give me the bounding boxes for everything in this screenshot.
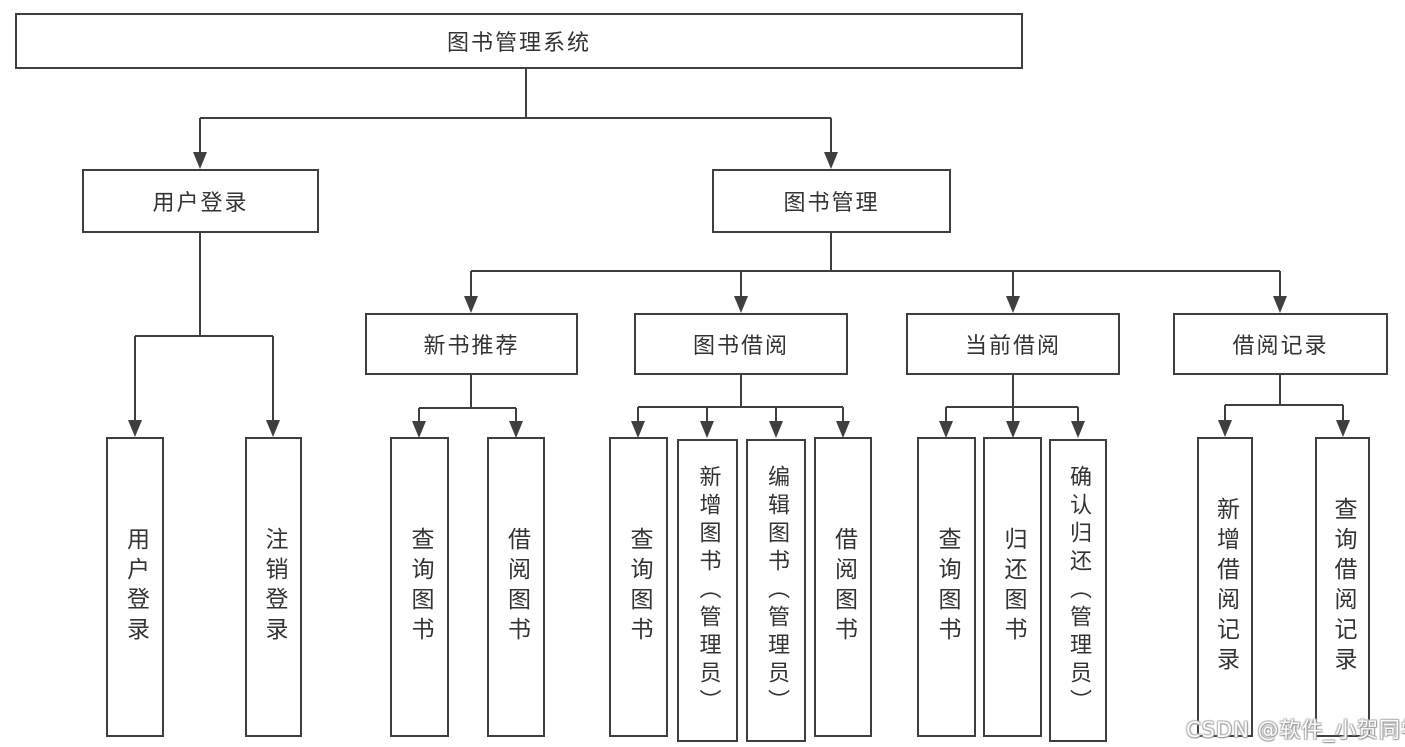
leaf-bb-add-books-admin-label: 新增图书（管理员） bbox=[695, 464, 721, 717]
leaf-cb-return-books: 归还图书 bbox=[983, 437, 1042, 737]
node-book-borrowing-label: 图书借阅 bbox=[692, 334, 789, 359]
node-new-book-recommend: 新书推荐 bbox=[365, 313, 578, 375]
leaf-bb-edit-books-admin-label: 编辑图书（管理员） bbox=[764, 464, 789, 717]
leaf-cb-query-books: 查询图书 bbox=[917, 437, 976, 737]
node-root-label: 图书管理系统 bbox=[446, 31, 591, 56]
watermark: CSDN @软件_小贺同学 bbox=[1186, 718, 1405, 742]
node-current-borrowing-label: 当前借阅 bbox=[964, 334, 1061, 359]
node-current-borrowing: 当前借阅 bbox=[906, 313, 1120, 375]
leaf-cb-query-books-label: 查询图书 bbox=[934, 527, 960, 647]
node-borrowing-records-label: 借阅记录 bbox=[1232, 334, 1329, 359]
node-user-login: 用户登录 bbox=[82, 169, 319, 233]
leaf-bb-add-books-admin: 新增图书（管理员） bbox=[677, 439, 738, 742]
leaf-bb-borrow-books-label: 借阅图书 bbox=[830, 527, 857, 647]
node-root-library-system: 图书管理系统 bbox=[15, 13, 1023, 69]
leaf-user-login: 用户登录 bbox=[106, 437, 164, 737]
leaf-br-add-record: 新增借阅记录 bbox=[1197, 437, 1253, 737]
leaf-nb-borrow-books: 借阅图书 bbox=[487, 437, 545, 737]
node-book-management: 图书管理 bbox=[712, 169, 951, 233]
leaf-nb-borrow-books-label: 借阅图书 bbox=[503, 527, 530, 647]
leaf-cb-confirm-return-admin-label: 确认归还（管理员） bbox=[1066, 464, 1091, 717]
node-book-management-label: 图书管理 bbox=[783, 191, 880, 216]
leaf-user-login-label: 用户登录 bbox=[122, 527, 149, 647]
node-book-borrowing: 图书借阅 bbox=[634, 313, 848, 375]
leaf-bb-query-books: 查询图书 bbox=[609, 437, 668, 737]
leaf-cb-confirm-return-admin: 确认归还（管理员） bbox=[1049, 439, 1107, 742]
leaf-bb-borrow-books: 借阅图书 bbox=[814, 437, 872, 737]
leaf-nb-query-books-label: 查询图书 bbox=[407, 527, 433, 647]
leaf-cb-return-books-label: 归还图书 bbox=[1000, 527, 1026, 647]
node-user-login-label: 用户登录 bbox=[152, 191, 249, 216]
leaf-bb-query-books-label: 查询图书 bbox=[626, 527, 652, 647]
leaf-nb-query-books: 查询图书 bbox=[390, 437, 449, 737]
leaf-logout-label: 注销登录 bbox=[261, 527, 287, 647]
node-new-book-recommend-label: 新书推荐 bbox=[423, 334, 520, 359]
leaf-bb-edit-books-admin: 编辑图书（管理员） bbox=[746, 439, 806, 742]
node-borrowing-records: 借阅记录 bbox=[1173, 313, 1388, 375]
leaf-br-add-record-label: 新增借阅记录 bbox=[1212, 497, 1239, 677]
leaf-logout: 注销登录 bbox=[245, 437, 302, 737]
leaf-br-query-record: 查询借阅记录 bbox=[1315, 437, 1370, 737]
leaf-br-query-record-label: 查询借阅记录 bbox=[1330, 497, 1356, 677]
